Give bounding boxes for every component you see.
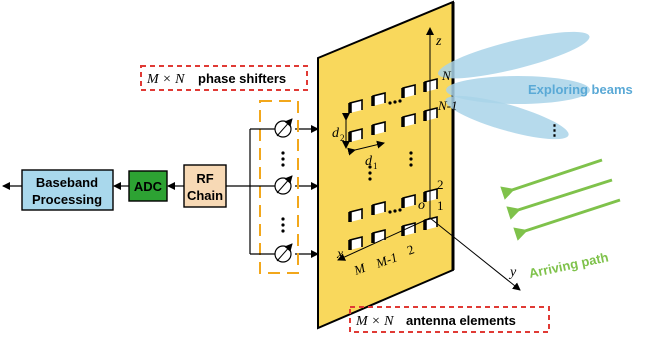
antenna-elements-top — [349, 77, 438, 142]
index-N-minus-1-label: N-1 — [437, 98, 458, 113]
index-M-minus-1-label: M-1 — [373, 249, 399, 271]
d2-subscript: 2 — [340, 133, 345, 143]
exploring-beams — [437, 31, 590, 140]
phase-shifters-math: M × N — [146, 72, 185, 87]
antenna-elements-label-box — [349, 306, 550, 333]
phase-shifters-text: phase shifters — [198, 71, 286, 86]
arriving-path-arrows — [500, 158, 621, 241]
coordinate-axes — [337, 27, 521, 291]
antenna-panel — [317, 0, 455, 330]
phase-shifter-arrows — [276, 118, 293, 262]
antenna-elements-math: M × N — [355, 314, 394, 329]
arriving-path-label: Arriving path — [528, 249, 610, 281]
baseband-block — [21, 169, 114, 211]
index-2-z-label: 2 — [437, 177, 444, 192]
beam-ellipsis: ⋮ — [547, 122, 562, 139]
splitter-wiring — [226, 128, 275, 255]
axis-y-label: y — [508, 265, 517, 280]
d1-subscript: 1 — [373, 161, 378, 171]
exploring-beams-label: Exploring beams — [528, 82, 633, 97]
phase-shifters-label-box — [140, 65, 308, 91]
origin-label: o — [418, 198, 425, 213]
index-1-z-label: 1 — [437, 198, 444, 213]
antenna-elements-top-thick — [348, 82, 427, 142]
rf-chain-label-line1: RF — [196, 171, 213, 186]
adc-label: ADC — [134, 179, 163, 194]
antenna-elements-bottom — [349, 187, 438, 250]
axis-x-label: x — [336, 247, 344, 262]
spacing-markers — [342, 113, 385, 156]
phase-shifter-symbols — [274, 120, 292, 263]
baseband-label-line1: Baseband — [36, 175, 98, 190]
d1-label: d — [365, 154, 373, 169]
phase-shifter-group-box — [259, 100, 299, 274]
index-2-x-label: 2 — [405, 242, 416, 258]
d2-label: d — [332, 126, 340, 141]
antenna-elements-bottom-thick — [348, 192, 427, 250]
phase-shifter-dots — [281, 151, 285, 233]
baseband-label-line2: Processing — [32, 192, 102, 207]
rf-chain-block — [183, 164, 227, 208]
adc-block — [128, 170, 168, 202]
axis-z-label: z — [435, 34, 442, 49]
antenna-elements-text: antenna elements — [406, 313, 516, 328]
index-N-label: N — [441, 68, 452, 83]
array-ellipsis-dots — [368, 99, 413, 214]
rf-chain-label-line2: Chain — [187, 188, 223, 203]
